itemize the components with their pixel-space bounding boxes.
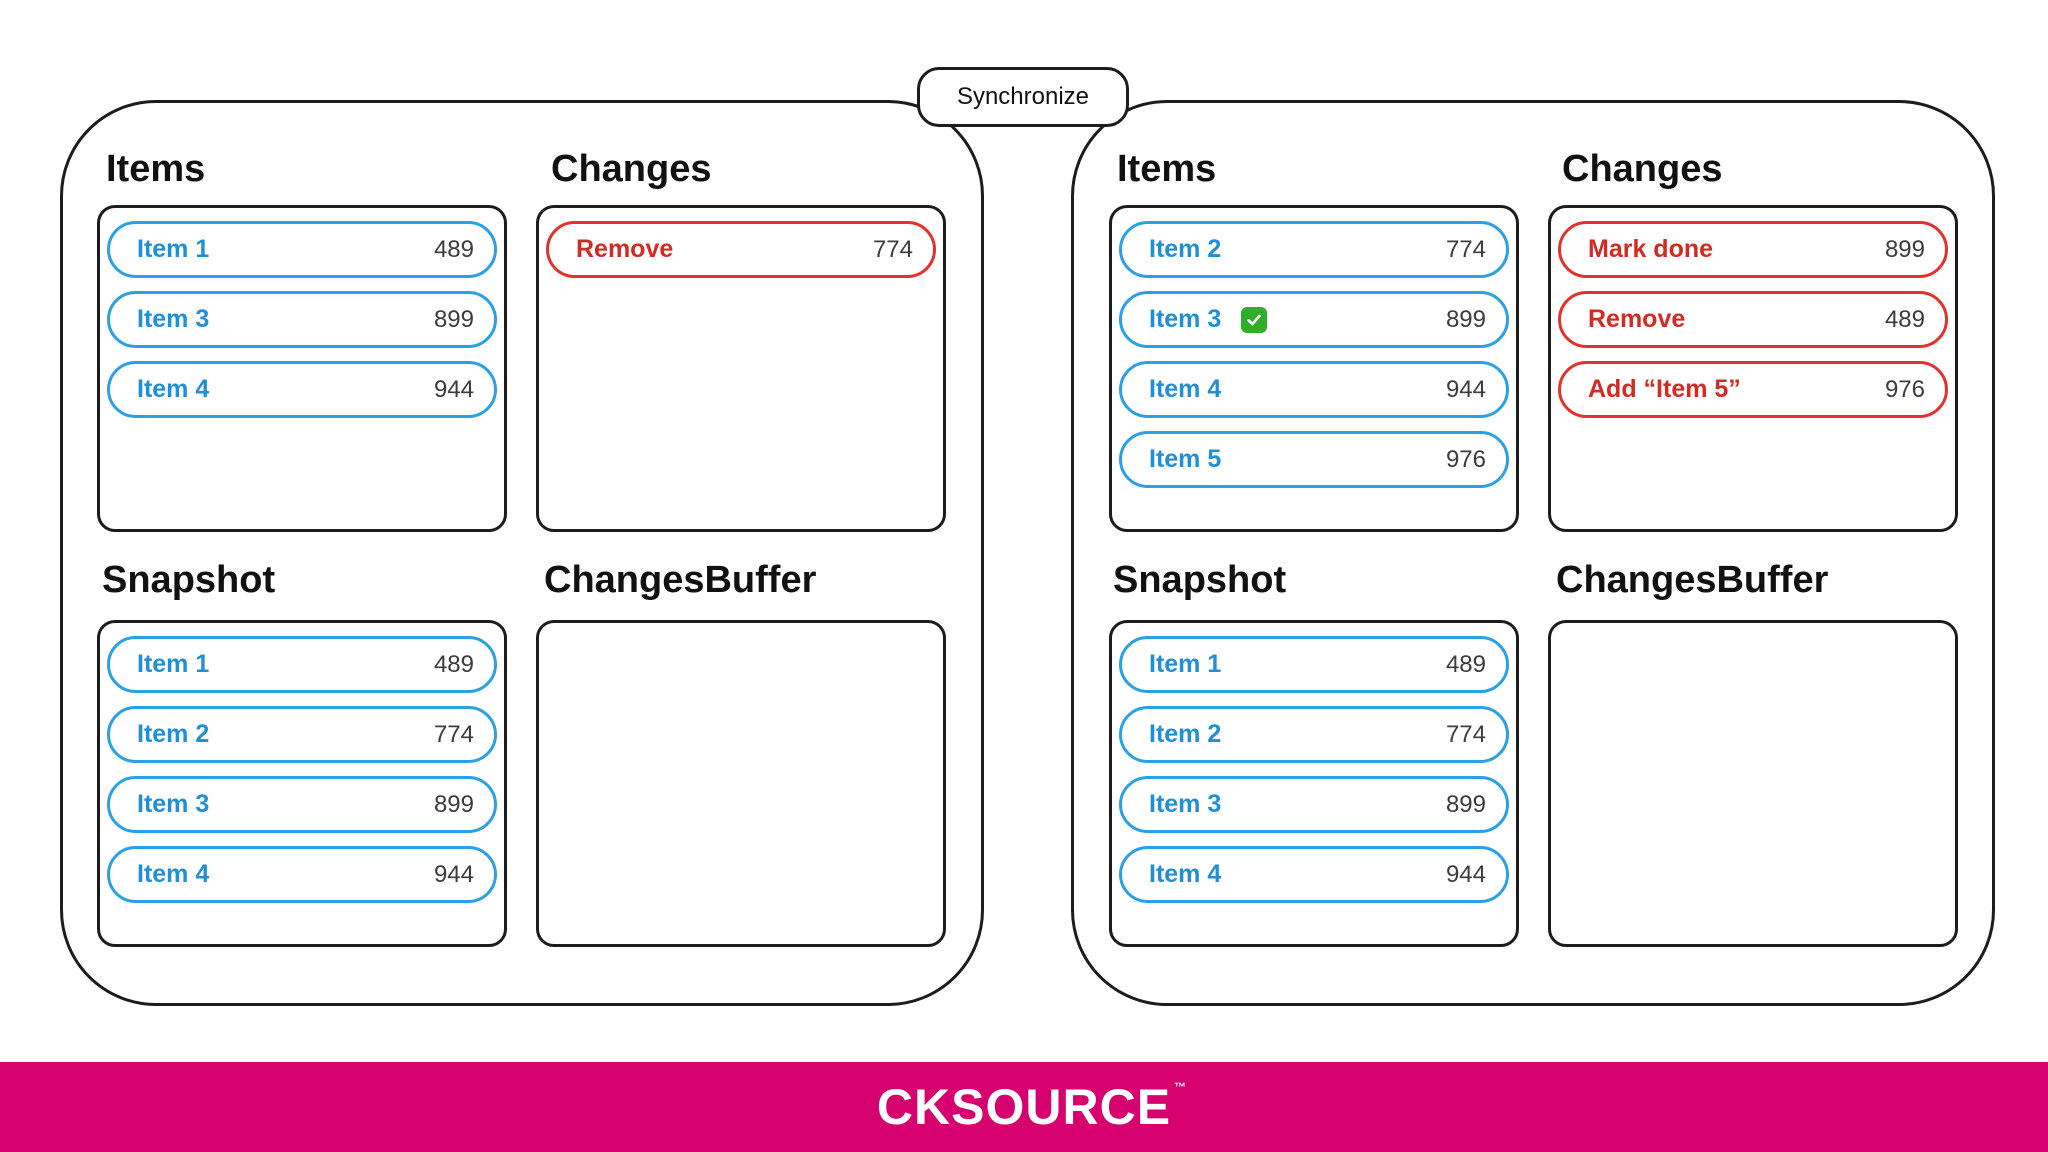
item-label: Item 1 [137,235,210,263]
change-item[interactable]: Mark done 899 [1558,221,1948,278]
item-label: Item 4 [1149,860,1222,888]
item-label: Item 2 [1149,720,1222,748]
right-changes-title: Changes [1562,148,1723,190]
right-changes-list: Mark done 899 Remove 489 Add “Item 5” 97… [1548,205,1958,532]
item-label: Item 3 [1149,790,1222,818]
list-item[interactable]: Item 2 774 [107,706,497,763]
change-value: 774 [872,235,913,263]
right-client-panel [1071,100,1995,1006]
item-value: 489 [433,235,474,263]
item-label: Item 2 [1149,235,1222,263]
list-item[interactable]: Item 1 489 [1119,636,1509,693]
right-snapshot-list: Item 1 489 Item 2 774 Item 3 899 Item 4 … [1109,620,1519,947]
item-value: 489 [433,650,474,678]
change-value: 976 [1884,375,1925,403]
change-item[interactable]: Remove 774 [546,221,936,278]
item-label: Item 3 [137,305,210,333]
synchronize-button[interactable]: Synchronize [917,67,1129,127]
item-value: 899 [1445,305,1486,333]
list-item[interactable]: Item 3 899 [107,776,497,833]
item-value: 489 [1445,650,1486,678]
item-label: Item 3 [1149,305,1222,333]
list-item[interactable]: Item 4 944 [107,361,497,418]
item-value: 976 [1445,445,1486,473]
left-items-list: Item 1 489 Item 3 899 Item 4 944 [97,205,507,532]
item-value: 944 [1445,860,1486,888]
item-value: 944 [1445,375,1486,403]
right-snapshot-title: Snapshot [1113,559,1287,601]
change-item[interactable]: Remove 489 [1558,291,1948,348]
list-item[interactable]: Item 1 489 [107,636,497,693]
check-mark-icon [1241,306,1268,333]
item-value: 899 [433,305,474,333]
item-value: 899 [433,790,474,818]
right-changesbuffer-title: ChangesBuffer [1556,559,1829,601]
change-item[interactable]: Add “Item 5” 976 [1558,361,1948,418]
left-client-panel [60,100,984,1006]
left-items-title: Items [106,148,206,190]
change-label: Mark done [1588,235,1714,263]
item-value: 774 [1445,235,1486,263]
change-label: Remove [576,235,674,263]
left-changes-title: Changes [551,148,712,190]
item-label: Item 4 [137,860,210,888]
list-item[interactable]: Item 2 774 [1119,221,1509,278]
list-item[interactable]: Item 3 899 [1119,291,1509,348]
change-label: Remove [1588,305,1686,333]
item-value: 774 [1445,720,1486,748]
item-label: Item 2 [137,720,210,748]
brand-name: CKSOURCE [876,1079,1172,1135]
item-value: 944 [433,860,474,888]
list-item[interactable]: Item 4 944 [107,846,497,903]
change-value: 899 [1884,235,1925,263]
list-item[interactable]: Item 3 899 [107,291,497,348]
right-items-title: Items [1117,148,1217,190]
list-item[interactable]: Item 3 899 [1119,776,1509,833]
list-item[interactable]: Item 1 489 [107,221,497,278]
change-label: Add “Item 5” [1588,375,1741,403]
change-value: 489 [1884,305,1925,333]
item-label: Item 1 [137,650,210,678]
item-label: Item 3 [137,790,210,818]
item-label: Item 5 [1149,445,1222,473]
left-changesbuffer-list [536,620,946,947]
item-label: Item 4 [137,375,210,403]
list-item[interactable]: Item 4 944 [1119,846,1509,903]
item-value: 899 [1445,790,1486,818]
item-value: 774 [433,720,474,748]
list-item[interactable]: Item 4 944 [1119,361,1509,418]
left-changesbuffer-title: ChangesBuffer [544,559,817,601]
item-value: 944 [433,375,474,403]
left-changes-list: Remove 774 [536,205,946,532]
trademark-mark: ™ [1174,1080,1188,1094]
item-label: Item 4 [1149,375,1222,403]
right-changesbuffer-list [1548,620,1958,947]
left-snapshot-list: Item 1 489 Item 2 774 Item 3 899 Item 4 … [97,620,507,947]
left-snapshot-title: Snapshot [102,559,276,601]
right-items-list: Item 2 774 Item 3 899 Item 4 944 Item 5 … [1109,205,1519,532]
list-item[interactable]: Item 2 774 [1119,706,1509,763]
list-item[interactable]: Item 5 976 [1119,431,1509,488]
item-label: Item 1 [1149,650,1222,678]
